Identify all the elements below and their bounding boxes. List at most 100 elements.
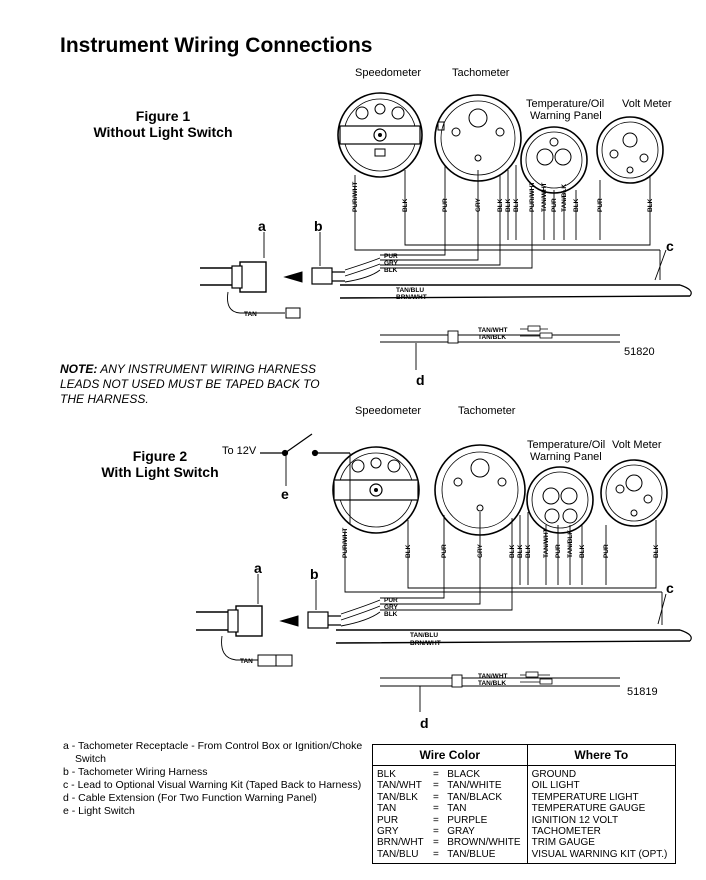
- wire-destination: GROUND: [526, 765, 676, 781]
- fig2-letter-c: c: [666, 580, 674, 596]
- fig2-wire-label: BLK: [579, 544, 586, 558]
- fig2-wire-label: PUR/WHT: [342, 528, 349, 558]
- figure2-title-line1: Figure 2: [132, 448, 188, 464]
- fig1-temp-oil-label-1: Temperature/Oil: [526, 98, 605, 110]
- fig1-wire-label: TAN/WHT: [541, 182, 548, 212]
- fig1-wire-label: TAN/WHT: [478, 327, 508, 334]
- wire-destination: OIL LIGHT: [526, 780, 676, 792]
- legend-d: d - Cable Extension (For Two Function Wa…: [63, 792, 317, 804]
- fig1-wire-label: BLK: [505, 198, 512, 212]
- fig2-harness: [196, 592, 692, 712]
- fig1-wire-label: TAN: [244, 311, 257, 318]
- fig2-letter-d: d: [420, 715, 429, 731]
- fig1-wire-label: GRY: [384, 260, 399, 267]
- wire-color-name: TAN/BLUE: [447, 848, 496, 860]
- fig2-wire-runs: [344, 453, 662, 611]
- legend-a: a - Tachometer Receptacle - From Control…: [63, 740, 363, 752]
- note-text-1: ANY INSTRUMENT WIRING HARNESS: [97, 362, 317, 376]
- wire-destination: TEMPERATURE LIGHT: [526, 791, 676, 804]
- fig1-wire-label: PUR/WHT: [529, 182, 536, 212]
- wire-color-name: GRAY: [447, 826, 475, 838]
- fig2-wire-label: TAN/WHT: [543, 528, 550, 558]
- fig1-wire-label: PUR: [551, 198, 558, 212]
- fig1-wire-runs: [354, 165, 660, 269]
- fig1-wire-label: BRN/WHT: [396, 294, 427, 301]
- wire-destination: VISUAL WARNING KIT (OPT.): [526, 848, 676, 864]
- wire-eq: =: [433, 803, 439, 815]
- fig1-wire-label: BLK: [402, 198, 409, 212]
- fig1-wire-label: BLK: [647, 198, 654, 212]
- wire-destination: TEMPERATURE GAUGE: [526, 803, 676, 815]
- fig2-light-switch: [260, 433, 350, 486]
- fig1-temp-oil-gauge: [520, 126, 588, 194]
- figure1-title: Figure 1 Without Light Switch: [88, 108, 238, 140]
- fig2-wire-label: PUR: [603, 544, 610, 558]
- fig1-speedometer-label: Speedometer: [355, 67, 422, 79]
- fig2-wire-label: GRY: [384, 604, 399, 611]
- note-lead: NOTE:: [60, 362, 98, 376]
- fig2-wire-label: TAN/BLK: [567, 530, 574, 558]
- fig2-temp-oil-label-2: Warning Panel: [530, 451, 602, 463]
- fig1-letter-b: b: [314, 218, 323, 234]
- fig2-letter-b: b: [310, 566, 319, 582]
- note-text-3: THE HARNESS.: [60, 392, 149, 406]
- fig1-wire-label: BLK: [384, 267, 398, 274]
- fig1-tachometer-label: Tachometer: [452, 67, 510, 79]
- wire-color-name: BLACK: [447, 769, 481, 780]
- fig2-wire-label: BLK: [653, 544, 660, 558]
- fig1-letter-d: d: [416, 372, 425, 388]
- fig1-wire-label: TAN/BLU: [396, 287, 424, 294]
- page-title: Instrument Wiring Connections: [60, 34, 373, 57]
- fig2-tachometer-label: Tachometer: [458, 405, 516, 417]
- wire-eq: =: [433, 791, 439, 803]
- fig2-wire-label: BLK: [405, 544, 412, 558]
- fig2-wire-label: BRN/WHT: [410, 640, 441, 647]
- fig1-wire-label: BLK: [573, 198, 580, 212]
- wire-color-header: Wire Color: [372, 744, 528, 766]
- fig2-letter-e: e: [281, 486, 289, 502]
- wire-destination: IGNITION 12 VOLT: [526, 814, 676, 827]
- fig1-wire-label: BLK: [497, 198, 504, 212]
- fig1-letter-c: c: [666, 238, 674, 254]
- fig2-wire-label: TAN/BLU: [410, 632, 438, 639]
- wire-code: TAN: [377, 803, 397, 815]
- fig2-temp-oil-label-1: Temperature/Oil: [527, 439, 606, 451]
- wire-color-name: TAN/BLACK: [447, 791, 503, 803]
- note-text-2: LEADS NOT USED MUST BE TAPED BACK TO: [60, 377, 320, 391]
- figure1-title-line2: Without Light Switch: [93, 124, 233, 140]
- fig1-harness: [200, 250, 692, 370]
- wire-color-name: BROWN/WHITE: [447, 837, 521, 849]
- wire-code: BRN/WHT: [377, 837, 424, 849]
- wire-code: TAN/WHT: [377, 780, 422, 792]
- legend-b: b - Tachometer Wiring Harness: [63, 766, 208, 778]
- fig1-wire-label: PUR: [384, 253, 398, 260]
- fig2-number: 51819: [627, 686, 658, 698]
- fig2-wire-label: BLK: [517, 544, 524, 558]
- fig1-wire-label: PUR: [597, 198, 604, 212]
- legend-c: c - Lead to Optional Visual Warning Kit …: [63, 779, 362, 791]
- wire-destination: TACHOMETER: [526, 826, 676, 838]
- fig2-wire-label: PUR: [441, 544, 448, 558]
- fig1-wire-label: GRY: [475, 197, 482, 212]
- fig2-speedometer-gauge: [332, 446, 420, 534]
- fig1-wire-label: TAN/BLK: [561, 184, 568, 212]
- wire-eq: =: [433, 814, 439, 826]
- legend-a-cont: Switch: [75, 753, 106, 765]
- fig2-volt-meter-label: Volt Meter: [612, 439, 662, 451]
- wire-eq: =: [433, 769, 439, 780]
- fig2-wire-label: BLK: [509, 544, 516, 558]
- where-to-header: Where To: [526, 744, 676, 766]
- fig2-wire-label: BLK: [525, 544, 532, 558]
- fig1-wire-label: BLK: [513, 198, 520, 212]
- fig2-harness-labels: PUR GRY BLK TAN/BLU BRN/WHT TAN TAN/WHT …: [240, 597, 508, 687]
- fig1-wire-label: PUR/WHT: [352, 182, 359, 212]
- figure1-title-line1: Figure 1: [135, 108, 191, 124]
